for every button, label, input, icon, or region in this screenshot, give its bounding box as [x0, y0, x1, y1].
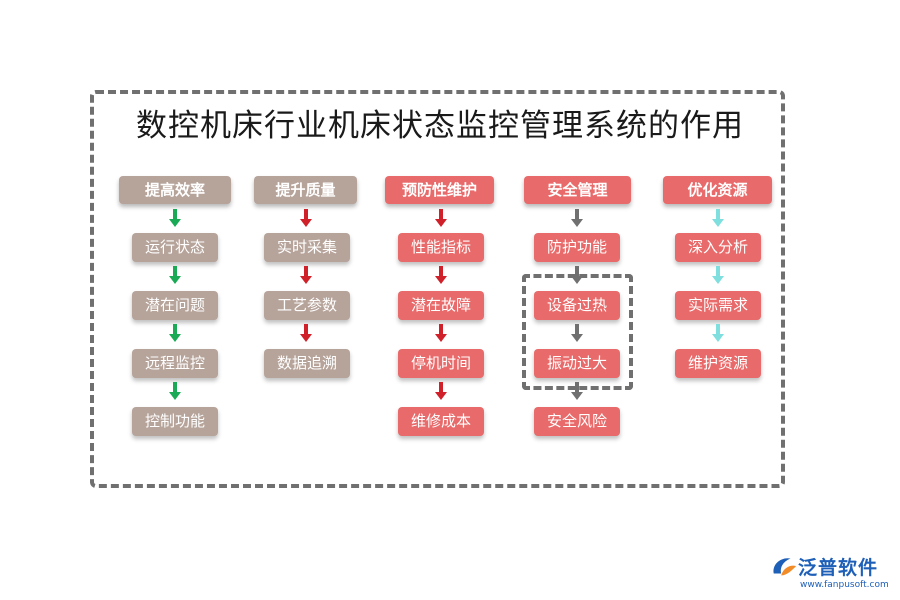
column-5-item-1: 深入分析	[675, 233, 761, 262]
down-arrow-icon	[435, 266, 447, 284]
column-4-item-3: 振动过大	[534, 349, 620, 378]
column-4-item-4: 安全风险	[534, 407, 620, 436]
column-header-3: 预防性维护	[385, 176, 494, 204]
down-arrow-icon	[300, 209, 312, 227]
outer-dashed-frame	[90, 90, 785, 488]
column-3-item-4: 维修成本	[398, 407, 484, 436]
down-arrow-icon	[435, 324, 447, 342]
column-header-4: 安全管理	[524, 176, 631, 204]
column-1-item-2: 潜在问题	[132, 291, 218, 320]
logo-url: www.fanpusoft.com	[800, 580, 889, 590]
column-2-item-2: 工艺参数	[264, 291, 350, 320]
column-1-item-4: 控制功能	[132, 407, 218, 436]
down-arrow-icon	[712, 209, 724, 227]
down-arrow-icon	[435, 382, 447, 400]
column-5-item-2: 实际需求	[675, 291, 761, 320]
column-4-item-1: 防护功能	[534, 233, 620, 262]
down-arrow-icon	[712, 324, 724, 342]
column-3-item-1: 性能指标	[398, 233, 484, 262]
fanpu-logo-icon	[773, 558, 797, 576]
column-2-item-1: 实时采集	[264, 233, 350, 262]
down-arrow-icon	[300, 324, 312, 342]
column-3-item-2: 潜在故障	[398, 291, 484, 320]
down-arrow-icon	[571, 209, 583, 227]
column-header-1: 提高效率	[119, 176, 231, 204]
down-arrow-icon	[435, 209, 447, 227]
column-3-item-3: 停机时间	[398, 349, 484, 378]
column-4-item-2: 设备过热	[534, 291, 620, 320]
down-arrow-icon	[169, 209, 181, 227]
column-1-item-3: 远程监控	[132, 349, 218, 378]
down-arrow-icon	[169, 382, 181, 400]
column-5-item-3: 维护资源	[675, 349, 761, 378]
column-header-2: 提升质量	[254, 176, 357, 204]
down-arrow-icon	[169, 266, 181, 284]
logo-name: 泛普软件	[798, 557, 879, 579]
down-arrow-icon	[571, 382, 583, 400]
diagram-title: 数控机床行业机床状态监控管理系统的作用	[136, 108, 744, 144]
down-arrow-icon	[712, 266, 724, 284]
down-arrow-icon	[169, 324, 181, 342]
column-header-5: 优化资源	[663, 176, 772, 204]
down-arrow-icon	[571, 324, 583, 342]
down-arrow-icon	[300, 266, 312, 284]
column-2-item-3: 数据追溯	[264, 349, 350, 378]
column-1-item-1: 运行状态	[132, 233, 218, 262]
down-arrow-icon	[571, 266, 583, 284]
